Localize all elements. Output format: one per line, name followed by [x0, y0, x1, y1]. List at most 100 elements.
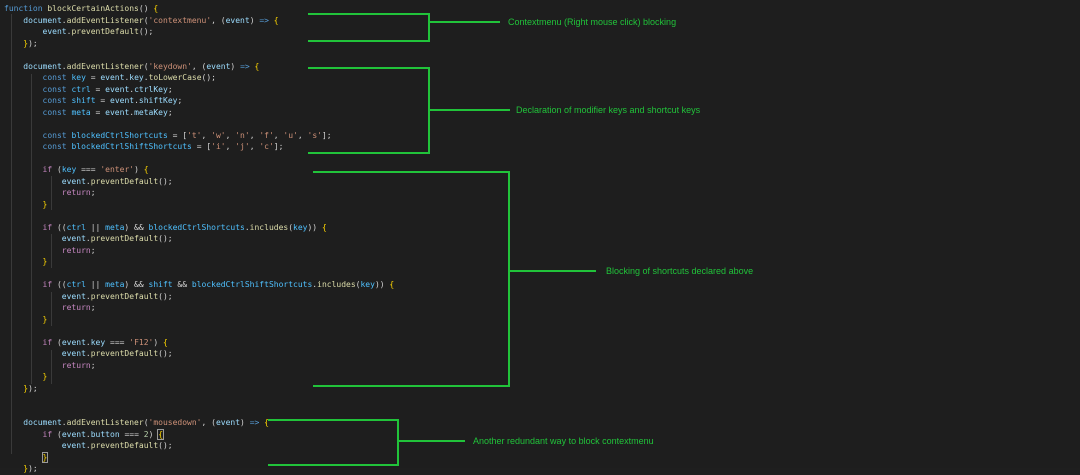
code-token: 'u' [283, 130, 298, 140]
code-token: { [254, 61, 260, 71]
code-token: if [42, 429, 53, 439]
indent-guide [51, 350, 52, 384]
code-token: . [143, 73, 149, 82]
code-token: preventDefault [90, 291, 159, 301]
code-token: preventDefault [90, 176, 159, 186]
code-token: = [95, 96, 110, 105]
code-token: ); [28, 38, 38, 48]
code-token: ( [143, 61, 149, 71]
code-line: } [4, 199, 394, 211]
code-token: ); [28, 383, 38, 393]
code-token: { [273, 15, 279, 25]
code-token: preventDefault [90, 234, 159, 243]
code-token: ) [230, 61, 241, 71]
code-line: } [4, 451, 394, 464]
code-token: } [42, 257, 48, 266]
indent-guide [11, 14, 12, 454]
code-token: } [41, 451, 49, 463]
code-token: 'i' [211, 142, 226, 151]
code-token: . [85, 176, 91, 186]
code-token: . [129, 84, 135, 94]
code-line: return; [4, 302, 394, 314]
code-token: 'mousedown' [148, 418, 202, 427]
code-token: ) [249, 15, 260, 25]
code-token: (); [201, 73, 216, 82]
code-line: } [4, 314, 394, 326]
code-line: event.preventDefault(); [4, 291, 394, 303]
code-line: const ctrl = event.ctrlKey; [4, 84, 394, 96]
code-token: blockedCtrlShiftShortcuts [191, 280, 313, 289]
code-token: blockCertainActions [47, 4, 139, 13]
code-token: ctrl [66, 280, 86, 289]
code-token: 'j' [235, 142, 250, 151]
code-token: ) && [124, 222, 149, 232]
code-token: 'c' [259, 142, 274, 151]
code-token: } [42, 314, 48, 324]
code-token: 's' [307, 130, 322, 140]
code-line: const shift = event.shiftKey; [4, 95, 394, 107]
code-token: , [249, 130, 260, 140]
code-line: event.preventDefault(); [4, 348, 394, 360]
code-token: , ( [191, 61, 207, 71]
code-line: } [4, 371, 394, 383]
code-token: meta [71, 107, 91, 117]
code-token: ( [288, 222, 294, 232]
code-line: function blockCertainActions() { [4, 3, 394, 15]
code-token: ; [90, 360, 96, 370]
code-token: . [244, 222, 250, 232]
code-token: 'f' [259, 130, 274, 140]
code-token: event [206, 61, 231, 71]
code-line: if (event.button === 2) { [4, 428, 394, 441]
code-token: ]; [321, 130, 332, 140]
code-line: return; [4, 187, 394, 199]
code-token: event [61, 176, 86, 186]
code-token: === [119, 429, 144, 439]
code-token: (); [138, 27, 154, 36]
code-token: toLowerCase [148, 73, 202, 82]
code-token: 'w' [211, 130, 226, 140]
code-token: ; [90, 303, 96, 312]
code-block[interactable]: function blockCertainActions() { documen… [4, 3, 394, 475]
code-token: event [215, 418, 241, 427]
code-token: { [153, 4, 159, 13]
code-token: (( [52, 280, 67, 289]
code-token: key [360, 280, 375, 289]
code-token: return [61, 360, 91, 370]
code-token: ) [153, 337, 164, 347]
code-token: || [85, 222, 106, 232]
code-token: = [90, 107, 106, 117]
code-token: { [389, 280, 395, 289]
code-token: const [42, 73, 67, 82]
code-token: const [42, 107, 67, 117]
code-line: return; [4, 360, 394, 372]
code-token: const [42, 84, 67, 94]
code-token: event [61, 337, 86, 347]
code-token: . [85, 234, 91, 243]
code-token: ( [143, 15, 149, 25]
code-token: )) [307, 222, 322, 232]
code-token: (); [158, 176, 173, 186]
code-token: return [61, 245, 91, 255]
code-token: (); [158, 441, 173, 450]
code-token: , [273, 130, 284, 140]
code-token: = [85, 73, 101, 82]
code-token: (); [158, 349, 173, 358]
code-token: . [129, 107, 135, 117]
code-token: = [ [191, 142, 212, 151]
code-token: ; [167, 107, 173, 117]
code-token: , [249, 142, 260, 151]
code-token: () [138, 4, 154, 13]
code-token: , [225, 142, 236, 151]
code-token: 'F12' [129, 337, 154, 347]
indent-guide [31, 74, 32, 384]
code-token: 'contextmenu' [148, 15, 212, 25]
code-token: blockedCtrlShiftShortcuts [71, 142, 192, 151]
code-token: . [66, 27, 72, 36]
code-token: . [312, 280, 318, 289]
indent-guide [51, 234, 52, 268]
code-token: { [163, 337, 168, 347]
code-token: key [90, 337, 106, 347]
code-line: } [4, 256, 394, 268]
code-token: ( [143, 418, 149, 427]
